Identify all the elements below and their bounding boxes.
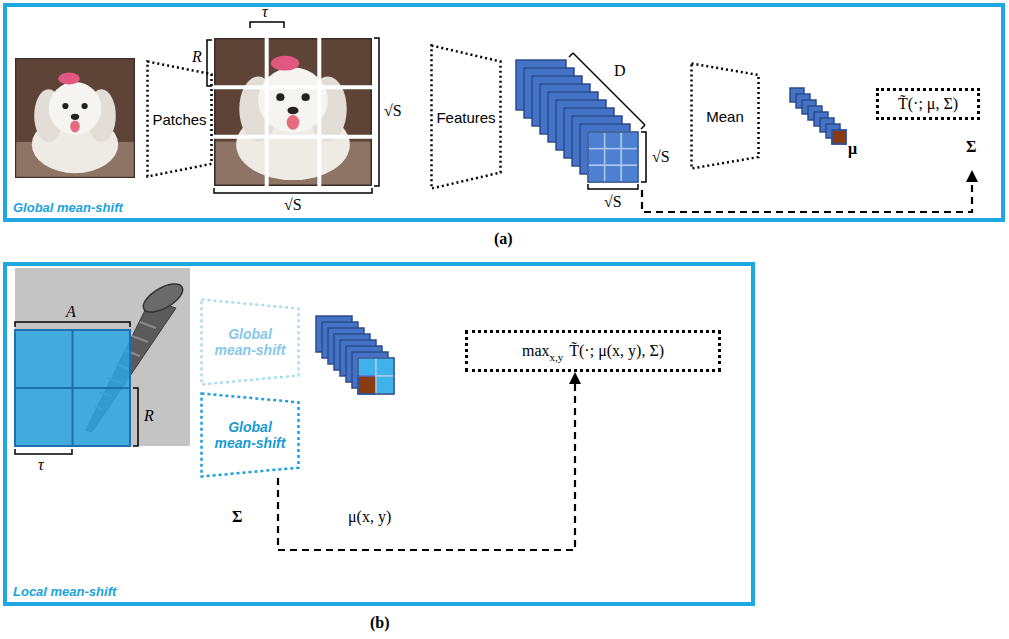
stage-label: Mean bbox=[706, 108, 744, 125]
feature-stack: μ(x, y) bbox=[312, 312, 412, 532]
feature-cell bbox=[358, 376, 376, 394]
screw-photo bbox=[15, 268, 190, 446]
stage-label: Global mean-shift bbox=[208, 419, 292, 451]
dimension-bracket bbox=[133, 388, 138, 446]
feature-layer bbox=[588, 132, 638, 182]
encoder-trapezoid: Patches bbox=[146, 60, 213, 178]
feature-cell bbox=[605, 132, 622, 149]
patch-grid-photo bbox=[265, 38, 269, 186]
arrow-head bbox=[966, 170, 978, 182]
feature-cell bbox=[605, 165, 622, 182]
stage-label: Features bbox=[436, 109, 495, 126]
patch-grid-photo bbox=[317, 38, 321, 186]
dashed-connector bbox=[278, 383, 575, 550]
dimension-label: R bbox=[192, 48, 202, 66]
encoder-trapezoid: Mean bbox=[690, 62, 760, 170]
feature-cell bbox=[376, 376, 394, 394]
screw-photo bbox=[15, 387, 130, 389]
panel-tag: (b) bbox=[370, 614, 390, 632]
feature-cell bbox=[621, 149, 638, 166]
dimension-bracket bbox=[588, 184, 638, 189]
dimension-label: τ bbox=[38, 456, 44, 474]
dimension-label: √S bbox=[652, 148, 670, 166]
patch-grid-photo bbox=[214, 135, 372, 139]
feature-cell bbox=[832, 130, 846, 144]
patch-grid-photo bbox=[214, 38, 372, 186]
dimension-label: D bbox=[614, 62, 626, 80]
panel-tag: (a) bbox=[494, 230, 513, 248]
dimension-bracket bbox=[15, 449, 72, 454]
feature-cell bbox=[605, 149, 622, 166]
feature-cell bbox=[376, 358, 394, 376]
trapezoid-outline bbox=[148, 62, 212, 177]
connector-label: Σ bbox=[230, 508, 244, 526]
dimension-label: R bbox=[144, 407, 154, 425]
formula: T̃(·; μ(x, y), Σ) bbox=[569, 342, 664, 359]
dashed-connector bbox=[642, 181, 972, 212]
dimension-label: A bbox=[66, 303, 76, 321]
dashed-connector bbox=[278, 383, 575, 550]
dog-photo bbox=[15, 58, 135, 178]
formula-subscript: x,y bbox=[550, 351, 564, 363]
dimension-label: μ(x, y) bbox=[348, 508, 391, 526]
feature-cell bbox=[588, 132, 605, 149]
dashed-connector bbox=[642, 181, 972, 212]
tensor-stack-drawing bbox=[312, 312, 412, 532]
trapezoid-outline bbox=[202, 300, 299, 385]
dimension-bracket bbox=[207, 22, 646, 193]
dimension-label: τ bbox=[262, 3, 268, 21]
dimension-bracket bbox=[250, 22, 284, 28]
feature-cell bbox=[621, 132, 638, 149]
formula: T̃(·; μ, Σ) bbox=[898, 95, 958, 113]
screw-photo bbox=[139, 278, 187, 317]
formula-operator: max bbox=[522, 342, 550, 359]
dimension-label: √S bbox=[384, 102, 402, 120]
encoder-trapezoid: Features bbox=[430, 44, 502, 190]
dimension-label: √S bbox=[604, 193, 622, 211]
formula: maxx,y T̃(·; μ(x, y), Σ) bbox=[522, 342, 664, 360]
dimension-bracket bbox=[15, 322, 138, 454]
encoder-trapezoid: Global mean-shift bbox=[200, 392, 300, 478]
trapezoid-outline bbox=[202, 394, 299, 477]
dimension-bracket bbox=[214, 188, 372, 193]
encoder-trapezoid: Global mean-shift bbox=[200, 298, 300, 386]
dimension-bracket bbox=[641, 132, 646, 182]
patch-grid-photo bbox=[214, 85, 372, 89]
dimension-bracket bbox=[374, 38, 379, 186]
dog-photo bbox=[15, 58, 135, 178]
arrow-head bbox=[569, 372, 581, 384]
dimension-bracket bbox=[15, 322, 130, 327]
feature-cell bbox=[621, 165, 638, 182]
dimension-label: √S bbox=[284, 196, 302, 214]
panel-title: Global mean-shift bbox=[13, 200, 123, 215]
panel-title: Local mean-shift bbox=[13, 584, 116, 599]
screw-photo bbox=[15, 330, 130, 446]
tensor-stack-drawing bbox=[512, 36, 674, 190]
score-function-box: T̃(·; μ, Σ) bbox=[876, 88, 980, 120]
tensor-stack-drawing bbox=[786, 78, 876, 168]
feature-stack: D √S bbox=[512, 36, 674, 190]
covariance-symbol: Σ bbox=[966, 138, 976, 156]
feature-layer bbox=[832, 130, 846, 144]
trapezoid-outline bbox=[432, 46, 501, 189]
panel-frame: Local mean-shiftGlobal mean-shiftGlobal … bbox=[3, 262, 755, 606]
dimension-label: μ bbox=[848, 140, 857, 158]
feature-cell bbox=[588, 149, 605, 166]
feature-layer bbox=[358, 358, 394, 394]
formula-box: maxx,y T̃(·; μ(x, y), Σ) bbox=[465, 330, 721, 372]
trapezoid-outline bbox=[692, 64, 759, 169]
feature-stack: μ bbox=[786, 78, 876, 168]
stage-label: Patches bbox=[152, 111, 206, 128]
screw-photo bbox=[15, 268, 190, 446]
stage-label: Global mean-shift bbox=[208, 326, 292, 358]
panel-frame: Global mean-shift Patches Features D √S Mean μ… bbox=[3, 3, 1005, 222]
formula-box: T̃(·; μ, Σ) Σ bbox=[876, 88, 980, 170]
feature-cell bbox=[358, 358, 376, 376]
feature-cell bbox=[588, 165, 605, 182]
patch-grid-photo bbox=[214, 38, 372, 186]
